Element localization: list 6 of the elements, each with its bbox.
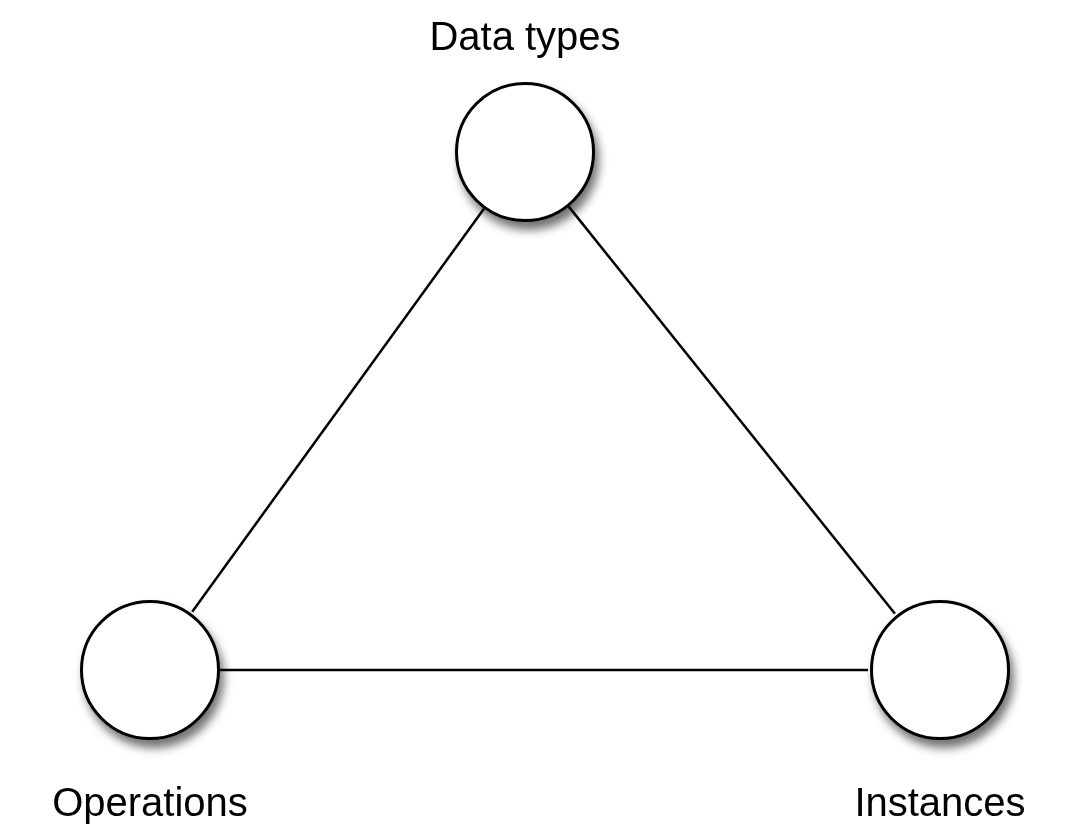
node-label: Instances [854,782,1026,822]
connector-line [220,668,868,672]
node-label: Operations [52,782,248,822]
connector-line [567,205,896,615]
node-label: Data types [429,16,621,56]
connector-line [191,207,485,613]
